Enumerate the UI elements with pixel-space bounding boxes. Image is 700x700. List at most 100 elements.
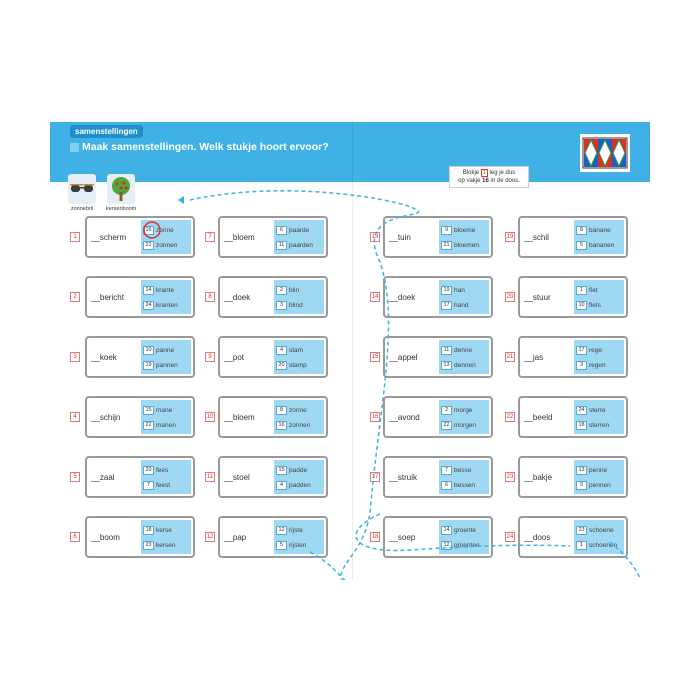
item-word: __beeld: [524, 413, 553, 422]
example-cherry-tree: kersenboom: [106, 174, 136, 212]
example-caption: zonnebril: [70, 206, 94, 212]
option-number: 5: [276, 541, 287, 550]
option-number: 17: [441, 301, 452, 310]
option-number: 14: [441, 526, 452, 535]
option-number: 7: [143, 481, 154, 490]
option-text: paarden: [289, 242, 313, 249]
item-word: __schil: [524, 233, 549, 242]
option-text: paarde: [289, 227, 310, 234]
option-number: 5: [576, 241, 587, 250]
option-text: kersen: [156, 542, 176, 549]
option-number: 12: [276, 526, 287, 535]
option-number: 8: [576, 226, 587, 235]
item-number: 12: [205, 532, 215, 542]
option-number: 19: [143, 361, 154, 370]
example-caption: kersenboom: [106, 206, 137, 212]
item-word: __stoel: [224, 473, 250, 482]
option-number: 14: [143, 286, 154, 295]
item-word: __soep: [389, 533, 416, 542]
item-word: __boom: [91, 533, 120, 542]
option-text: panne: [156, 347, 175, 354]
option-number: 7: [441, 466, 452, 475]
option-number: 15: [276, 466, 287, 475]
option-text: schoenen: [589, 542, 618, 549]
option-text: rijsten: [289, 542, 307, 549]
option-number: 21: [143, 241, 154, 250]
option-text: pennen: [589, 482, 611, 489]
item-number: 20: [505, 292, 515, 302]
item-number: 17: [370, 472, 380, 482]
option-text: denne: [454, 347, 473, 354]
option-number: 11: [441, 346, 452, 355]
option-text: rege: [589, 347, 603, 354]
option-number: 3: [576, 361, 587, 370]
option-number: 23: [576, 526, 587, 535]
item-number: 8: [205, 292, 215, 302]
option-text: morgen: [454, 422, 477, 429]
cherry-tree-icon: [107, 174, 136, 204]
option-text: zonnen: [156, 242, 178, 249]
